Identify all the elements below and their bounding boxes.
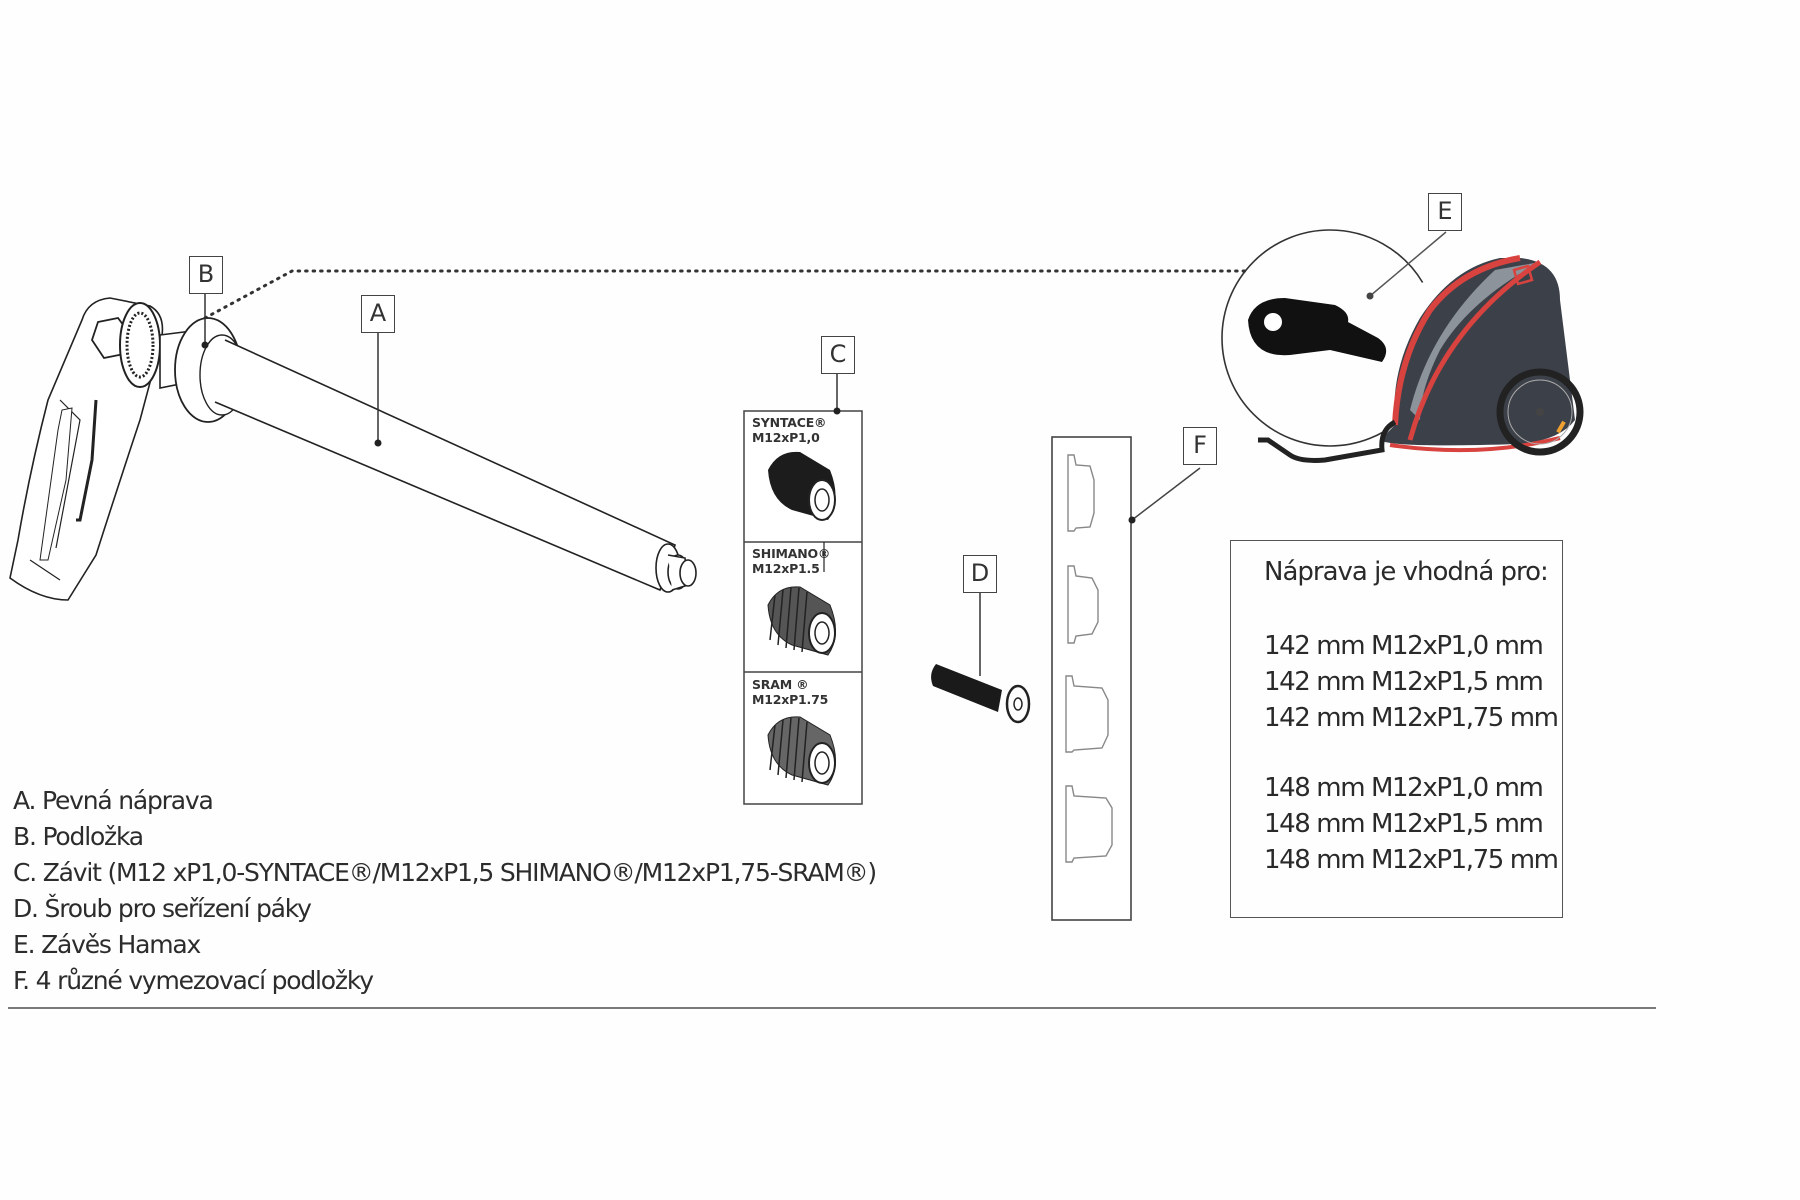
- callout-e-leader: [1369, 231, 1447, 297]
- callout-a-dot: [374, 439, 382, 447]
- compatibility-group-148: 148 mm M12xP1,0 mm 148 mm M12xP1,5 mm 14…: [1264, 770, 1559, 878]
- adjustment-screw-icon: [931, 664, 1031, 724]
- legend-item-f: F. 4 různé vymezovací podložky: [13, 966, 374, 995]
- thread-variant-sram: SRAM ® M12xP1.75: [752, 677, 828, 707]
- threaded-insert-syntace-icon: [768, 451, 836, 521]
- compatibility-box: Náprava je vhodná pro: 142 mm M12xP1,0 m…: [1230, 540, 1563, 918]
- callout-label-a: A: [361, 295, 395, 333]
- legend-item-a: A. Pevná náprava: [13, 786, 214, 815]
- callout-label-e: E: [1428, 193, 1462, 231]
- threaded-insert-sram-icon: [767, 716, 836, 786]
- bottom-divider: [8, 1007, 1656, 1009]
- compatibility-item: 148 mm M12xP1,75 mm: [1264, 845, 1559, 875]
- compatibility-item: 142 mm M12xP1,75 mm: [1264, 703, 1559, 733]
- thread-variant-shimano: SHIMANO® M12xP1.5: [752, 546, 830, 576]
- thread-spec: M12xP1.5: [752, 561, 820, 576]
- thread-brand: SHIMANO®: [752, 546, 831, 561]
- compatibility-item: 142 mm M12xP1,5 mm: [1264, 667, 1544, 697]
- compatibility-item: 148 mm M12xP1,5 mm: [1264, 809, 1544, 839]
- compatibility-title: Náprava je vhodná pro:: [1264, 557, 1549, 587]
- dotted-connector-line: [203, 269, 1247, 320]
- legend-item-b: B. Podložka: [13, 822, 144, 851]
- hamax-hitch-icon: [1248, 298, 1387, 362]
- legend-item-e: E. Závěs Hamax: [13, 930, 201, 959]
- callout-label-b: B: [189, 256, 223, 294]
- thread-brand: SYNTACE®: [752, 415, 827, 430]
- thread-brand: SRAM ®: [752, 677, 809, 692]
- callout-label-c: C: [821, 336, 855, 374]
- legend-item-d: D. Šroub pro seřízení páky: [13, 894, 312, 923]
- parts-legend: A. Pevná náprava B. Podložka C. Závit (M…: [13, 783, 877, 999]
- compatibility-item: 142 mm M12xP1,0 mm: [1264, 631, 1544, 661]
- thru-axle-lever-icon: [9, 297, 697, 601]
- thread-spec: M12xP1.75: [752, 692, 829, 707]
- callout-b-dot: [201, 341, 209, 349]
- compatibility-group-142: 142 mm M12xP1,0 mm 142 mm M12xP1,5 mm 14…: [1264, 628, 1559, 736]
- compatibility-item: 148 mm M12xP1,0 mm: [1264, 773, 1544, 803]
- thread-variant-syntace: SYNTACE® M12xP1,0: [752, 415, 827, 445]
- thread-spec: M12xP1,0: [752, 430, 820, 445]
- spacer-icon: [1065, 454, 1113, 863]
- callout-label-f: F: [1183, 427, 1217, 465]
- bike-trailer-icon: [1258, 255, 1584, 463]
- callout-label-d: D: [963, 555, 997, 593]
- threaded-insert-shimano-icon: [767, 586, 836, 656]
- legend-item-c: C. Závit (M12 xP1,0-SYNTACE®/M12xP1,5 SH…: [13, 858, 877, 887]
